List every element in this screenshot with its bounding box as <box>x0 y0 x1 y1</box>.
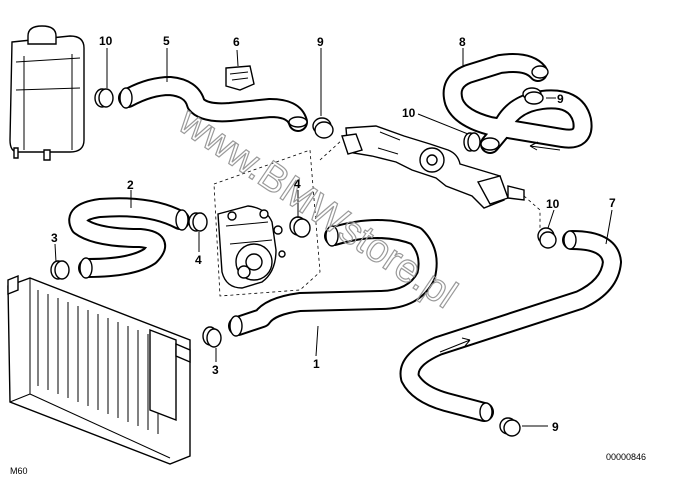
callout-4-left: 4 <box>195 253 202 267</box>
callout-1: 1 <box>313 357 320 371</box>
callout-5: 5 <box>163 34 170 48</box>
hose-2 <box>68 197 190 279</box>
clamp-9-right <box>522 87 544 105</box>
hose-1 <box>228 219 438 337</box>
callout-2: 2 <box>127 178 134 192</box>
callout-10-right: 10 <box>546 197 560 211</box>
callout-8: 8 <box>459 35 466 49</box>
leader-lines <box>54 48 613 427</box>
callout-10-top-left: 10 <box>99 34 113 48</box>
radiator <box>7 274 191 465</box>
thermostat-leader <box>319 139 541 228</box>
clamp-10-top-left <box>94 88 114 108</box>
pump-frame <box>213 149 321 297</box>
callout-9-bottom: 9 <box>552 420 559 434</box>
hose-5 <box>118 76 308 132</box>
clamp-6 <box>225 65 255 91</box>
clamp-4-mid <box>289 216 311 238</box>
clamp-3-left <box>50 260 70 280</box>
clamp-10-mid <box>463 132 481 152</box>
diagram-number: 00000846 <box>606 452 646 462</box>
clamp-9-bottom <box>499 417 521 437</box>
clamp-3-bottom <box>202 326 222 348</box>
callout-9-right: 9 <box>557 92 564 106</box>
callout-6: 6 <box>233 35 240 49</box>
corner-label: M60 <box>10 466 28 476</box>
thermostat-housing <box>341 125 525 209</box>
water-pump <box>217 205 286 289</box>
callout-3-bottom: 3 <box>212 363 219 377</box>
callout-9-top: 9 <box>317 35 324 49</box>
hose-7 <box>399 230 622 422</box>
callout-10-mid: 10 <box>402 106 416 120</box>
callout-4-mid: 4 <box>294 177 301 191</box>
clamp-4-left <box>188 212 208 232</box>
expansion-tank <box>9 25 85 161</box>
callout-7: 7 <box>609 196 616 210</box>
clamp-9-top <box>312 117 334 139</box>
clamp-10-right <box>537 227 557 249</box>
callout-3-left: 3 <box>51 231 58 245</box>
